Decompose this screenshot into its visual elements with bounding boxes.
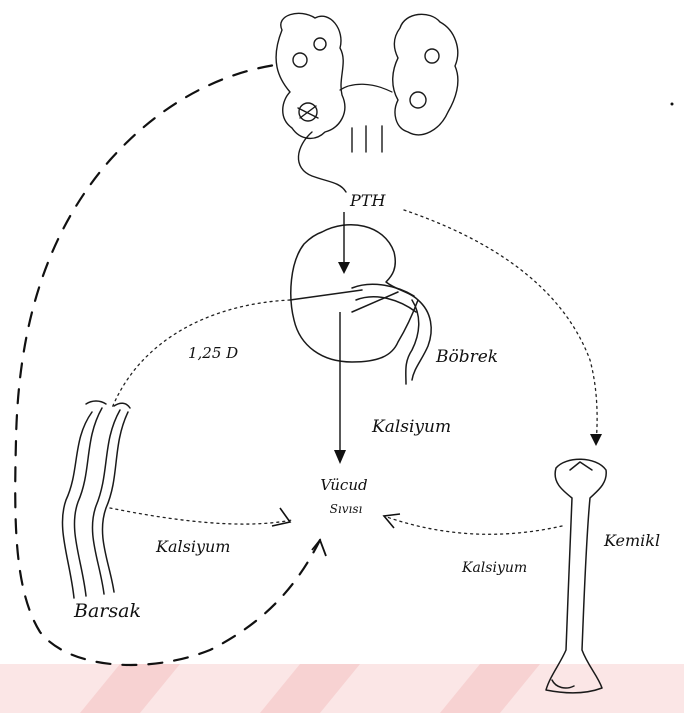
vitamin-d-label: 1,25 D — [188, 344, 238, 362]
pth-label: PTH — [349, 191, 386, 210]
intestine-icon — [62, 401, 130, 598]
body-fluid-label-line1: Vücud — [320, 476, 367, 494]
calcium-bone-label: Kalsiyum — [461, 560, 527, 576]
watermark-band — [0, 664, 684, 713]
pth-to-bone-arrow — [404, 210, 602, 446]
gut-label: Barsak — [73, 600, 141, 622]
bone-icon — [546, 459, 606, 693]
kidney-label: Böbrek — [435, 347, 498, 367]
stray-mark — [671, 103, 674, 106]
feedback-loop-arrow — [15, 64, 326, 665]
body-fluid-label-line2: Sıvısı — [330, 502, 363, 516]
calcium-gut-label: Kalsiyum — [155, 537, 230, 556]
kidney-icon — [290, 225, 431, 384]
calcium-kidney-label: Kalsiyum — [371, 417, 451, 437]
parathyroid-gland-icon — [276, 13, 458, 192]
pth-to-kidney-arrow — [338, 212, 350, 274]
bone-to-body-fluid-arrow — [384, 514, 562, 534]
bone-label: Kemikl — [603, 531, 660, 550]
kidney-to-body-fluid-arrow — [334, 312, 346, 464]
gut-to-body-fluid-arrow — [110, 508, 292, 526]
